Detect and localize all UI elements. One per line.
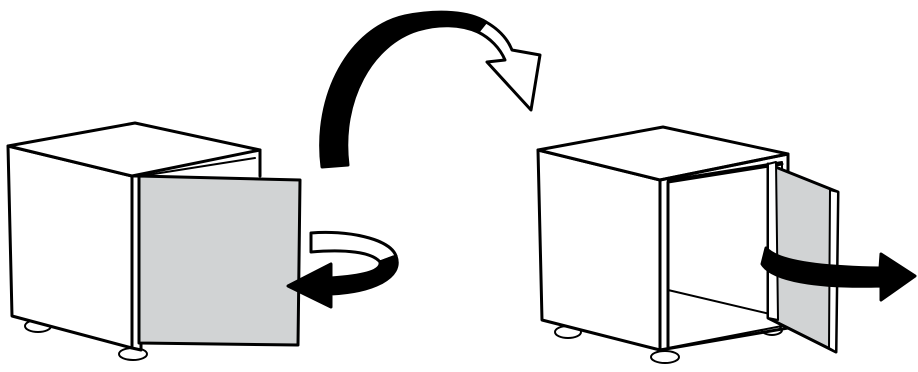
door-edge bbox=[767, 161, 779, 321]
cabinet-before bbox=[6, 121, 302, 361]
transition-arrow-head bbox=[476, 20, 542, 112]
arrow-solid-segment bbox=[760, 246, 917, 302]
curved-arrow-icon bbox=[319, 10, 542, 169]
rotate-door-open-arrow bbox=[760, 246, 917, 302]
cabinet-foot bbox=[118, 347, 148, 361]
transition-arrow-solid bbox=[319, 10, 488, 169]
cabinet-door-closed bbox=[137, 174, 302, 347]
arrow-hollow-segment bbox=[309, 230, 398, 264]
cabinet-foot bbox=[650, 350, 680, 364]
cabinet-side-face bbox=[6, 144, 134, 350]
arrow-solid-segment bbox=[286, 254, 399, 309]
rotate-door-closed-arrow bbox=[286, 230, 399, 309]
cabinet-side-face bbox=[536, 148, 662, 352]
cabinet-after bbox=[536, 125, 840, 364]
